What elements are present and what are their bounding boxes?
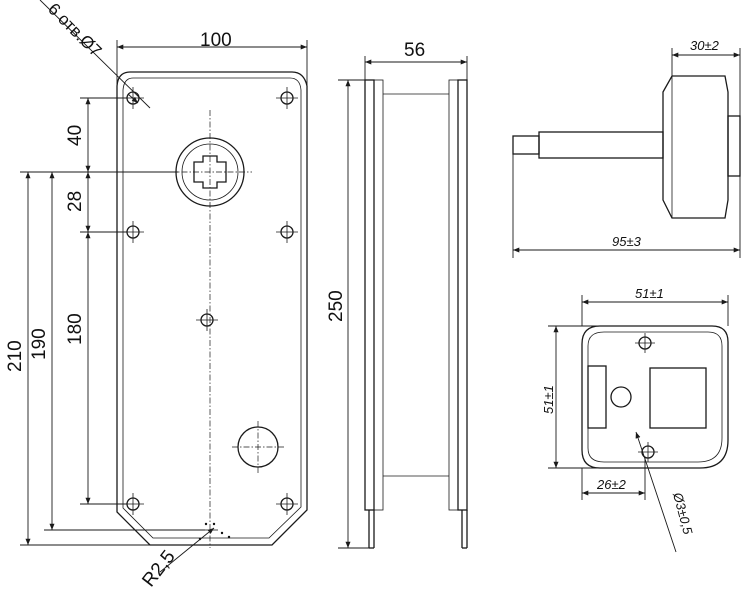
sensor-bottom-hole bbox=[638, 442, 658, 462]
side-right-plate bbox=[457, 79, 468, 511]
shaft-socket bbox=[175, 137, 245, 207]
label-shaft-95: 95±3 bbox=[612, 234, 642, 249]
label-box-height-51: 51±1 bbox=[541, 385, 556, 414]
dim-210 bbox=[20, 171, 150, 546]
label-hole-dia: Ø3±0,5 bbox=[670, 490, 696, 537]
label-width-100: 100 bbox=[200, 30, 232, 51]
dim-radius-leader bbox=[159, 527, 215, 573]
sensor-window bbox=[649, 367, 707, 429]
label-210: 210 bbox=[5, 340, 26, 372]
front-view bbox=[20, 0, 308, 573]
label-offset-26: 26±2 bbox=[596, 477, 627, 492]
dim-holes-leader bbox=[39, 0, 151, 109]
probe-tip bbox=[512, 135, 540, 155]
probe-shaft bbox=[538, 131, 664, 159]
sensor-side-view bbox=[512, 48, 741, 258]
ground-mark bbox=[198, 522, 231, 541]
side-left-plate bbox=[364, 79, 375, 511]
mounting-hole-mid-right bbox=[276, 221, 298, 243]
front-outer-outline bbox=[116, 71, 308, 546]
label-height-250: 250 bbox=[326, 290, 347, 322]
dim-hole-leader bbox=[635, 431, 677, 553]
dim-shaft-95 bbox=[512, 154, 741, 258]
dim-box-width-51 bbox=[581, 295, 729, 326]
label-180: 180 bbox=[65, 313, 86, 345]
label-holes: 6 отв.Ø7 bbox=[44, 0, 105, 61]
dim-width-100 bbox=[116, 40, 308, 86]
label-190: 190 bbox=[29, 328, 50, 360]
sensor-front-view bbox=[548, 295, 729, 553]
dim-190 bbox=[44, 171, 205, 531]
mounting-hole-center bbox=[196, 309, 218, 331]
cable-gland bbox=[232, 421, 284, 473]
label-head-30: 30±2 bbox=[690, 38, 720, 53]
sensor-box-outline bbox=[581, 325, 729, 469]
front-inner-outline bbox=[122, 77, 302, 539]
label-28: 28 bbox=[65, 191, 86, 212]
label-40: 40 bbox=[65, 125, 86, 146]
dim-box-height-51 bbox=[548, 325, 600, 469]
sensor-led-hole bbox=[610, 386, 632, 408]
side-right-inner bbox=[448, 79, 459, 511]
sensor-head bbox=[662, 75, 729, 219]
side-left-inner bbox=[373, 79, 384, 511]
sensor-slot bbox=[587, 365, 607, 429]
side-view bbox=[338, 56, 468, 549]
dim-depth-56 bbox=[364, 56, 468, 80]
dim-head-30 bbox=[671, 48, 741, 116]
dim-offset-26 bbox=[581, 458, 646, 500]
label-box-width-51: 51±1 bbox=[635, 286, 664, 301]
mounting-hole-bottom-right bbox=[276, 493, 298, 515]
sensor-cap bbox=[727, 115, 741, 177]
label-radius: R2,5 bbox=[138, 547, 179, 592]
dim-height-250 bbox=[338, 79, 369, 549]
label-depth-56: 56 bbox=[404, 40, 425, 61]
sensor-top-hole bbox=[635, 333, 655, 353]
dim-chain bbox=[80, 97, 178, 505]
mounting-hole-top-right bbox=[276, 87, 298, 109]
